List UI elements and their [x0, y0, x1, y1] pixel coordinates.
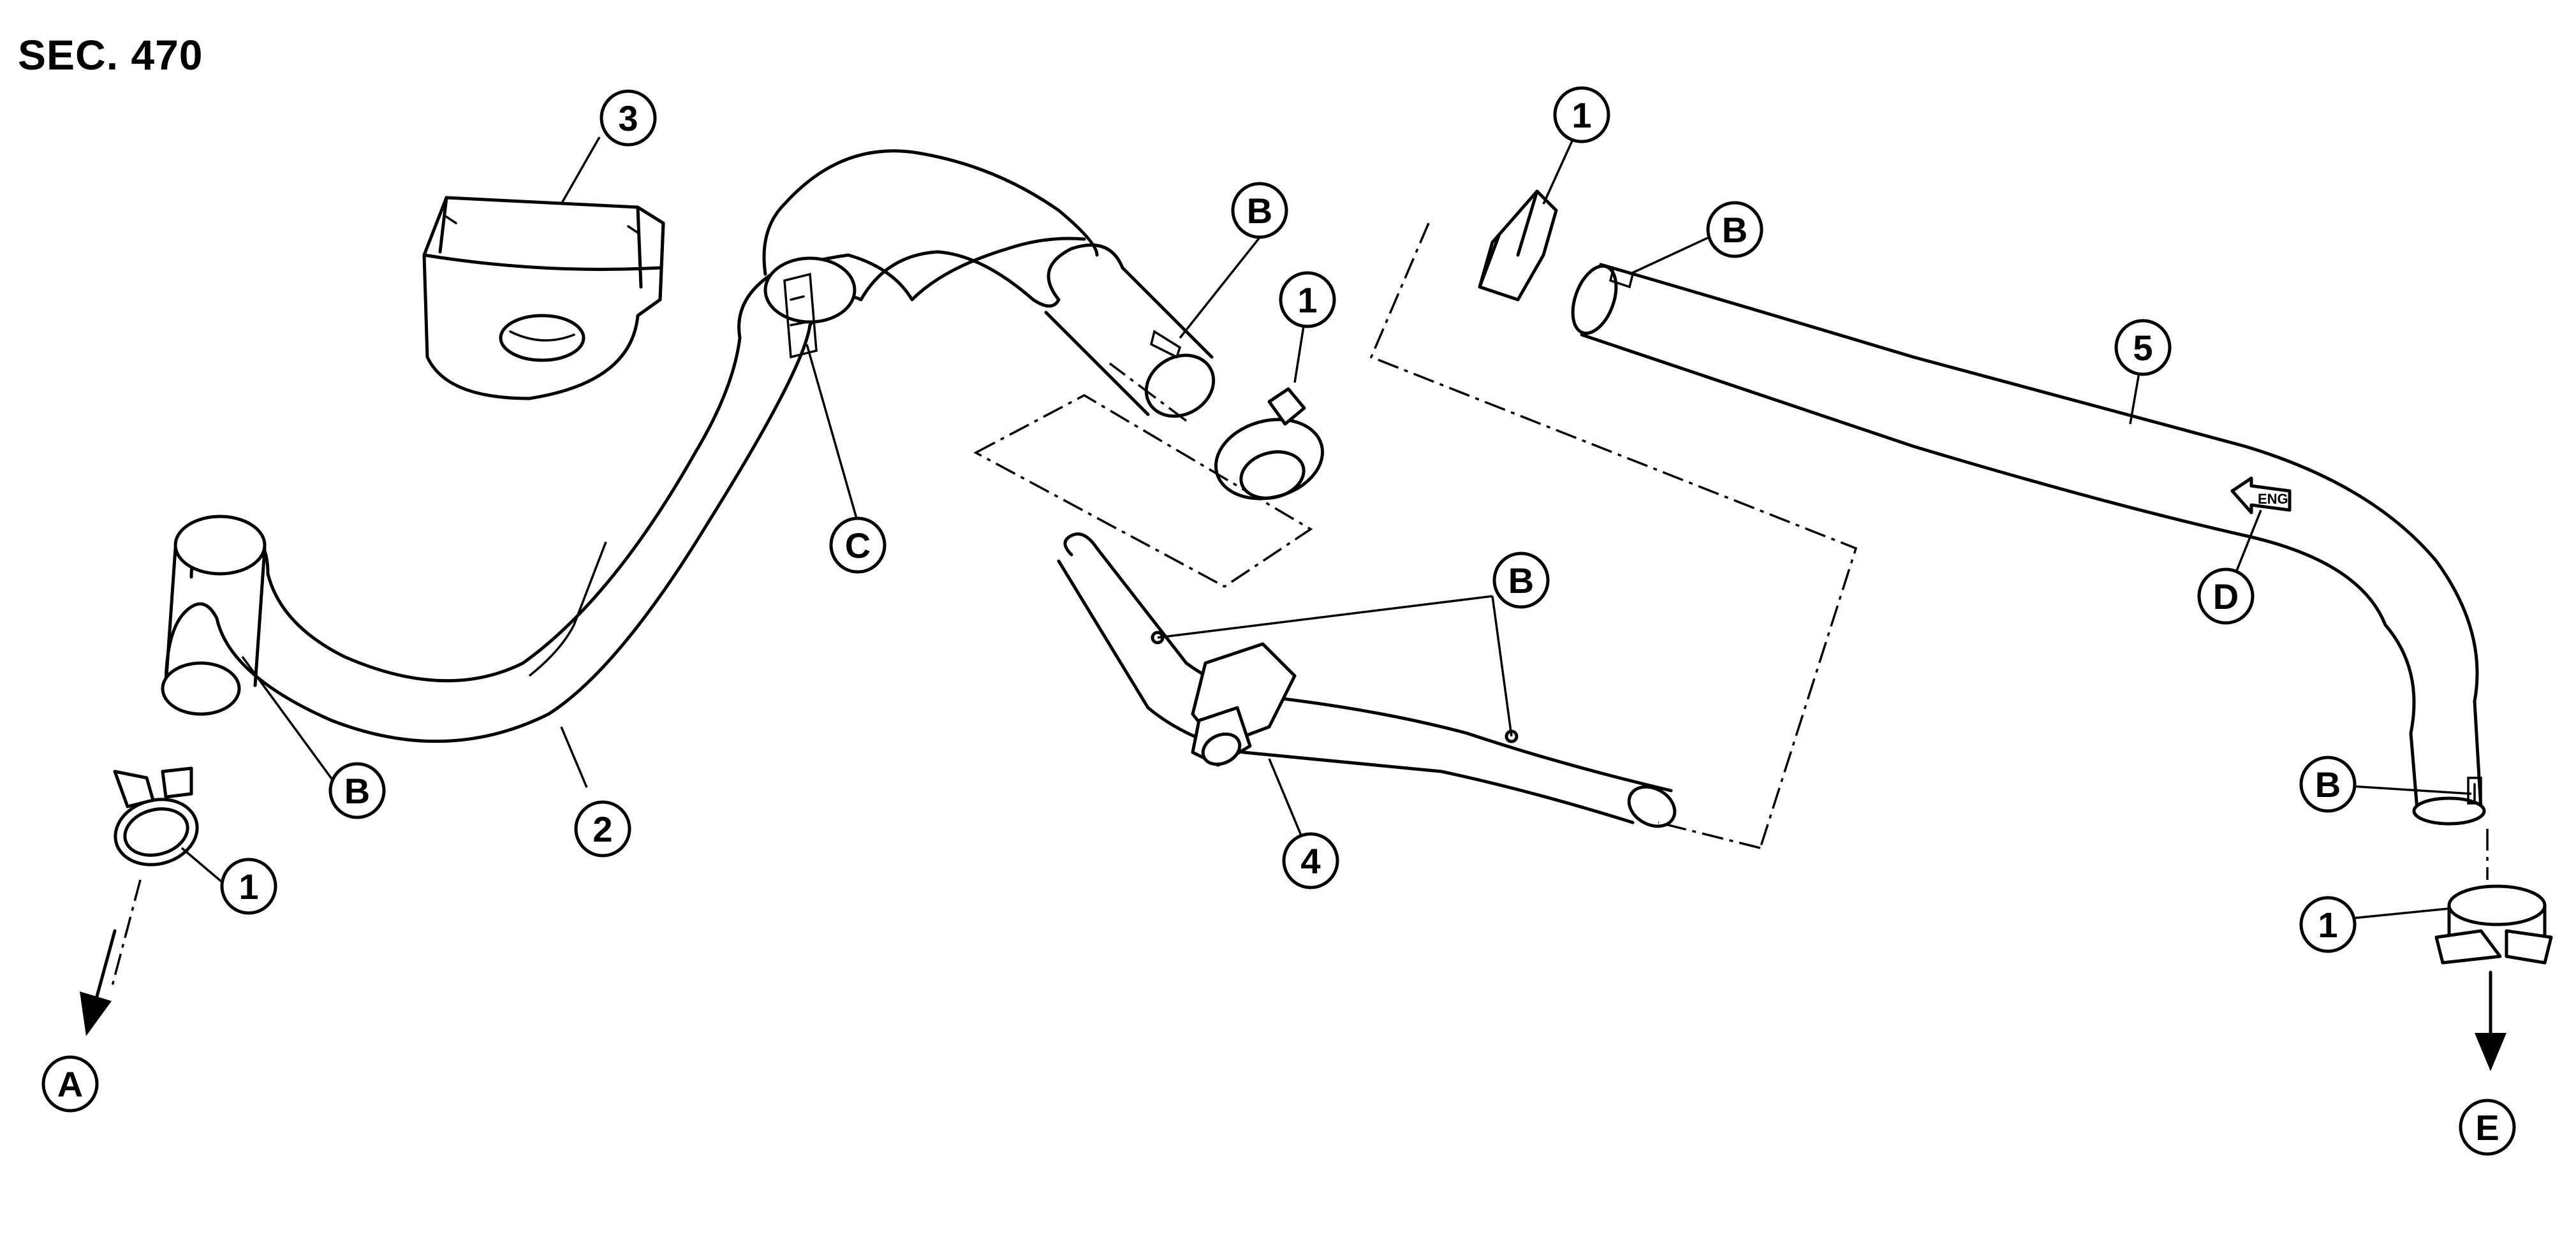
eng-label: ENG — [2258, 491, 2288, 507]
part-1-clamp-top — [1478, 189, 1558, 302]
part-5-hose: ENG — [1571, 263, 2486, 826]
callout-b-top-right: B — [1706, 201, 1763, 258]
svg-text:D: D — [2213, 576, 2239, 617]
callout-2: 2 — [574, 800, 631, 858]
svg-text:B: B — [1722, 210, 1748, 250]
svg-text:B: B — [1247, 191, 1272, 231]
svg-text:B: B — [2315, 764, 2341, 805]
callout-c: C — [829, 516, 887, 574]
svg-text:C: C — [845, 525, 871, 566]
callout-1-right: 1 — [2299, 896, 2357, 953]
part-3-grommet — [422, 196, 665, 400]
callout-1-left: 1 — [220, 858, 277, 915]
part-1-clamp-right — [2434, 884, 2553, 965]
svg-text:B: B — [344, 771, 370, 811]
svg-text:1: 1 — [1571, 95, 1591, 135]
svg-text:2: 2 — [592, 809, 612, 849]
callout-b-left: B — [328, 762, 386, 819]
callout-b-top-middle: B — [1231, 182, 1288, 239]
callout-e: E — [2459, 1099, 2516, 1156]
svg-text:B: B — [1508, 560, 1534, 601]
part-1-clamp-left — [113, 766, 199, 866]
callout-4: 4 — [1282, 832, 1339, 889]
svg-text:4: 4 — [1300, 841, 1320, 881]
svg-text:1: 1 — [239, 866, 258, 907]
assembly-guides — [110, 223, 2489, 989]
callout-a: A — [41, 1055, 99, 1113]
callout-1-middle: 1 — [1279, 271, 1336, 328]
part-4-hose — [1057, 532, 1677, 828]
svg-text:1: 1 — [2318, 905, 2337, 945]
svg-text:5: 5 — [2133, 328, 2153, 368]
callout-5: 5 — [2114, 319, 2172, 376]
callout-b-right: B — [2299, 756, 2357, 813]
svg-text:1: 1 — [1297, 280, 1317, 320]
svg-text:E: E — [2475, 1107, 2499, 1148]
part-1-clamp-middle — [1214, 387, 1325, 501]
eng-direction-arrow: ENG — [2230, 476, 2292, 515]
arrow-e — [2475, 970, 2506, 1071]
callout-d: D — [2197, 567, 2255, 625]
section-title: SEC. 470 — [18, 31, 203, 78]
arrow-a — [80, 929, 117, 1036]
svg-text:3: 3 — [618, 98, 638, 138]
part-2-hose — [161, 149, 1216, 743]
callout-3: 3 — [600, 89, 657, 147]
svg-text:A: A — [57, 1064, 83, 1104]
callout-1-top: 1 — [1553, 86, 1610, 143]
callout-b-middle: B — [1492, 552, 1550, 609]
